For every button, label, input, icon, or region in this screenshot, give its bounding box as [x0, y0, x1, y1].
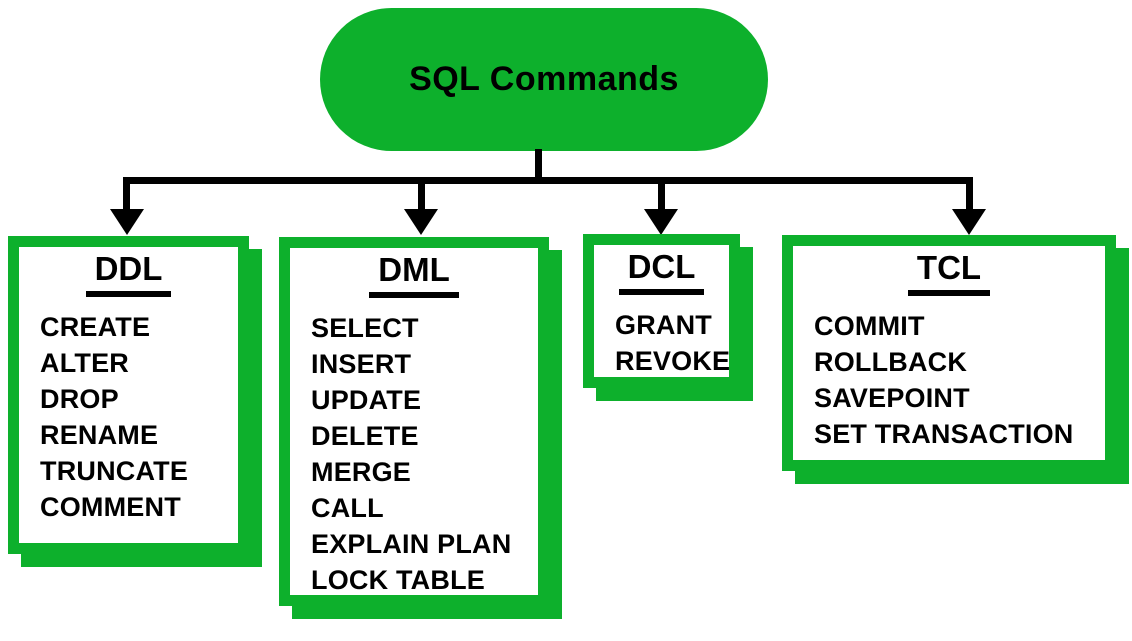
command-item: SET TRANSACTION [814, 418, 1074, 449]
command-item: GRANT [615, 309, 712, 340]
command-list: COMMIT ROLLBACK SAVEPOINT SET TRANSACTIO… [793, 308, 1105, 452]
command-list: GRANT REVOKE [594, 307, 731, 379]
category-title: DML [290, 251, 538, 298]
command-item: LOCK TABLE [311, 564, 485, 595]
arrow-down-icon [110, 209, 144, 235]
connector-drop-ddl [123, 177, 130, 213]
command-item: DELETE [311, 420, 419, 451]
command-item: RENAME [40, 419, 159, 450]
command-item: CALL [311, 492, 384, 523]
command-item: EXPLAIN PLAN [311, 528, 512, 559]
connector-horizontal-bar [123, 177, 972, 184]
command-item: INSERT [311, 348, 412, 379]
root-node-label: SQL Commands [409, 60, 679, 98]
command-list: SELECT INSERT UPDATE DELETE MERGE CALL E… [290, 310, 538, 598]
command-item: SELECT [311, 312, 419, 343]
command-item: TRUNCATE [40, 455, 189, 486]
arrow-down-icon [404, 209, 438, 235]
command-item: UPDATE [311, 384, 422, 415]
command-item: COMMENT [40, 491, 181, 522]
connector-trunk [535, 149, 542, 184]
category-title-text: DDL [85, 250, 172, 297]
category-box-tcl: TCL COMMIT ROLLBACK SAVEPOINT SET TRANSA… [782, 235, 1116, 471]
connector-drop-dml [418, 177, 425, 213]
command-item: ROLLBACK [814, 346, 968, 377]
command-item: DROP [40, 383, 119, 414]
category-box-dcl: DCL GRANT REVOKE [583, 234, 740, 388]
command-item: CREATE [40, 311, 151, 342]
arrow-down-icon [952, 209, 986, 235]
command-item: ALTER [40, 347, 129, 378]
command-item: COMMIT [814, 310, 925, 341]
command-item: MERGE [311, 456, 412, 487]
root-node-sql-commands: SQL Commands [320, 8, 768, 151]
command-list: CREATE ALTER DROP RENAME TRUNCATE COMMEN… [19, 309, 238, 525]
connector-drop-tcl [966, 177, 973, 213]
category-box-ddl: DDL CREATE ALTER DROP RENAME TRUNCATE CO… [8, 236, 249, 554]
category-title: DDL [19, 250, 238, 297]
category-title-text: DML [369, 251, 459, 298]
category-box-dml: DML SELECT INSERT UPDATE DELETE MERGE CA… [279, 237, 549, 606]
category-title-text: DCL [618, 248, 705, 295]
category-title: DCL [594, 248, 729, 295]
connector-drop-dcl [658, 177, 665, 213]
command-item: REVOKE [615, 345, 731, 376]
arrow-down-icon [644, 209, 678, 235]
category-title: TCL [793, 249, 1105, 296]
command-item: SAVEPOINT [814, 382, 970, 413]
category-title-text: TCL [907, 249, 991, 296]
